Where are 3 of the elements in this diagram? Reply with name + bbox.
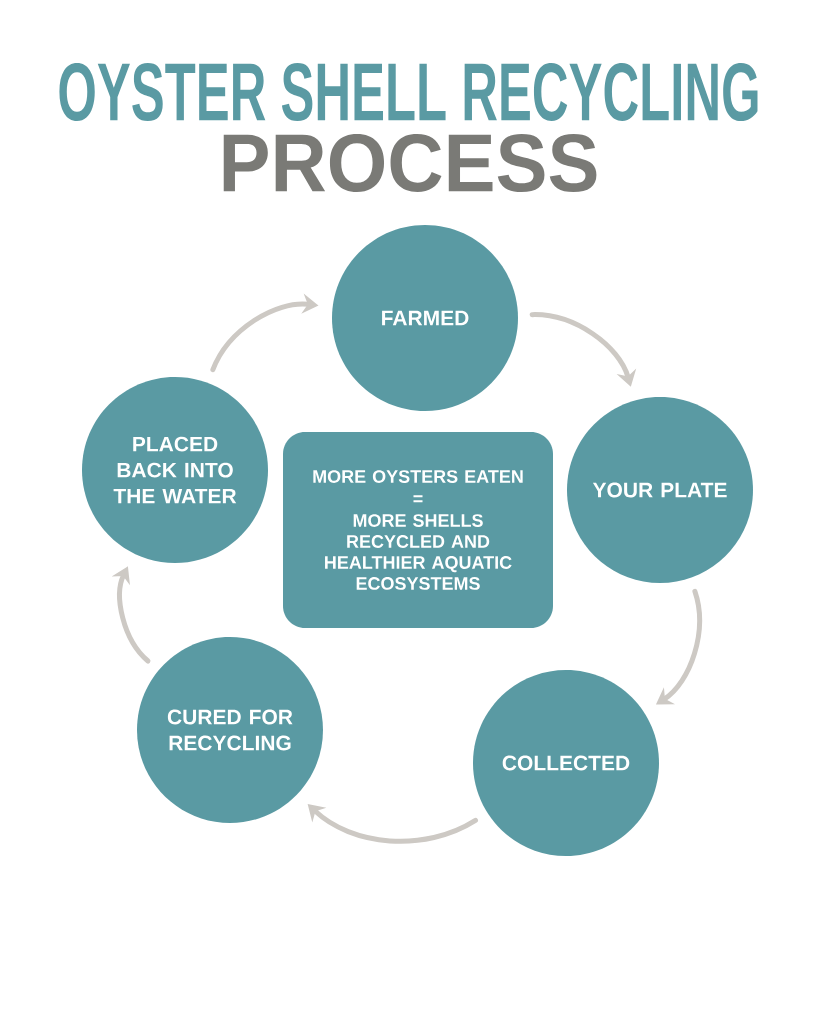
title: OYSTER SHELL RECYCLING: [59, 63, 758, 122]
subtitle: PROCESS: [223, 134, 597, 193]
message-box: MORE OYSTERS EATEN = MORE SHELLS RECYCLED AND HEALTHIER AQUATIC ECOSYSTEMS: [283, 432, 553, 628]
